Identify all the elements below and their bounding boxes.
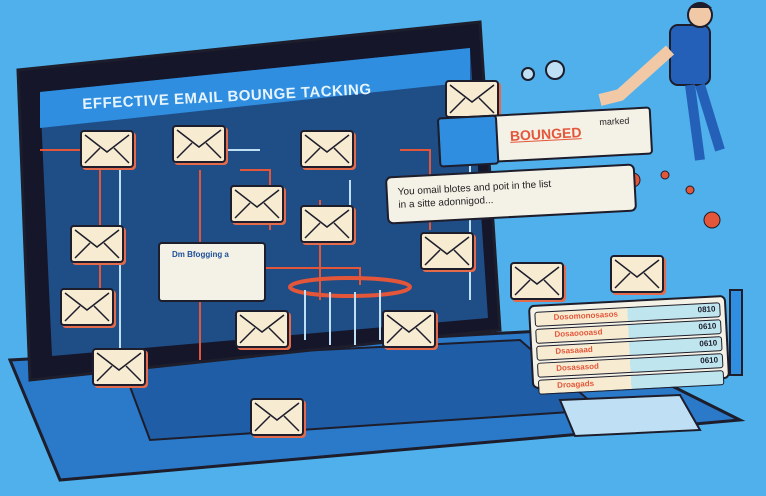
envelope-icon	[60, 288, 114, 326]
row-name: Dsasaaad	[555, 344, 593, 356]
envelope-icon	[230, 185, 284, 223]
envelope-icon	[80, 130, 134, 168]
camera-icon	[521, 67, 535, 81]
mail-icon	[436, 114, 500, 168]
envelope-icon	[382, 310, 436, 348]
camera-icon	[545, 60, 565, 80]
envelope-icon	[300, 130, 354, 168]
row-value: 0610	[698, 321, 717, 332]
bounce-posts	[304, 290, 381, 345]
stand-pole	[729, 289, 743, 376]
row-name: Droagads	[556, 378, 595, 390]
bounced-label: BOUNGED	[509, 124, 582, 144]
row-value: 0610	[699, 338, 718, 349]
envelope-icon	[70, 225, 124, 263]
trackpad	[558, 393, 702, 438]
row-name: Dosasasod	[556, 361, 600, 373]
envelope-icon	[92, 348, 146, 386]
email-popup[interactable]: Dm Bfogging a	[158, 242, 266, 302]
envelope-icon	[300, 205, 354, 243]
envelope-icon	[445, 80, 499, 118]
envelope-icon	[420, 232, 474, 270]
envelope-icon	[250, 398, 304, 436]
envelope-icon	[510, 262, 564, 300]
envelope-icon	[610, 255, 664, 293]
popup-title: Dm Bfogging a	[172, 250, 229, 259]
row-value: 0610	[700, 355, 719, 366]
bounce-ring	[288, 276, 412, 298]
bounce-dots	[625, 170, 721, 229]
row-value: 0810	[697, 304, 716, 315]
title-bar	[40, 48, 470, 128]
bounce-list: Dosomonosasos 0810 Dosaoooasd 0610 Dsasaaa…	[527, 294, 731, 395]
envelope-icon	[172, 125, 226, 163]
marked-tag: marked	[599, 115, 630, 128]
row-name: Dosomonosasos	[553, 309, 619, 322]
row-name: Dosaoooasd	[554, 327, 603, 339]
person-figure	[598, 2, 725, 161]
envelope-icon	[235, 310, 289, 348]
